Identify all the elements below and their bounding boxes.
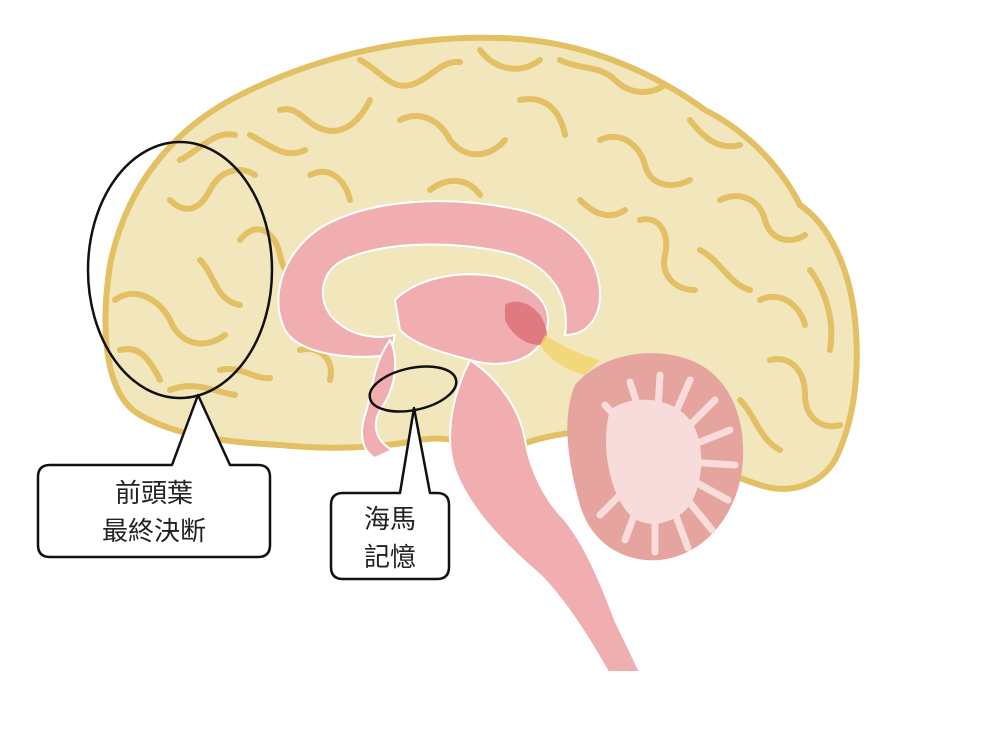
frontal-callout-line2: 最終決断	[102, 517, 206, 547]
hippocampus-callout-line1: 海馬	[364, 505, 416, 535]
cerebellum-folia	[596, 371, 739, 556]
cortex-folds	[112, 47, 843, 453]
frontal-lobe-highlight	[86, 140, 274, 400]
pineal-gland	[505, 301, 547, 345]
hippocampus-callout-line2: 記憶	[364, 543, 416, 573]
brainstem	[449, 358, 642, 673]
small-pink-region	[423, 285, 467, 307]
frontal-callout-box	[36, 393, 272, 559]
frontal-callout-line1: 前頭葉	[115, 479, 193, 509]
hippocampus-highlight	[368, 365, 458, 413]
corpus-callosum	[277, 200, 602, 358]
fornix-region	[540, 335, 600, 375]
hippocampus-callout-box	[329, 406, 451, 581]
